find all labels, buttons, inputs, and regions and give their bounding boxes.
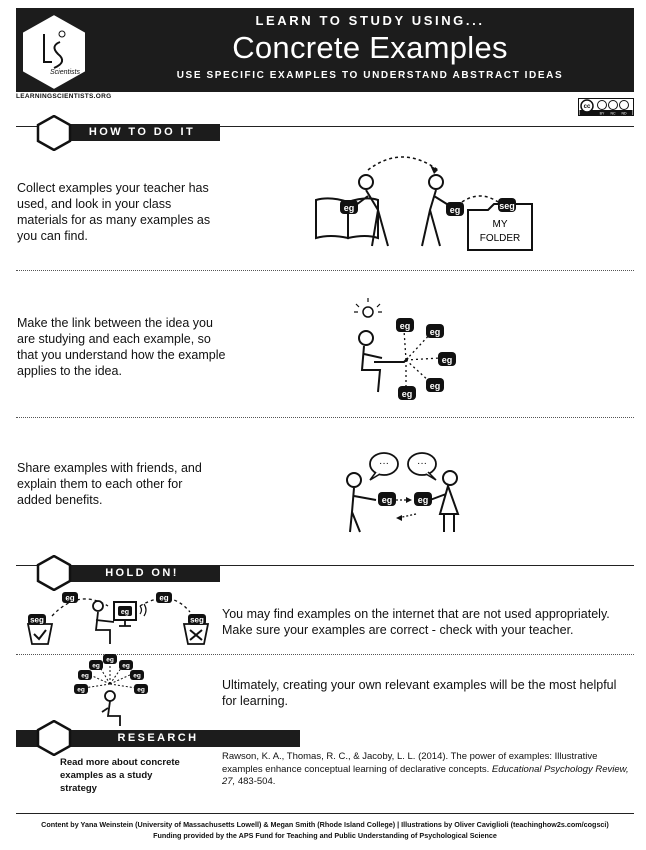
dotted-divider (16, 654, 634, 655)
svg-text:eg: eg (92, 663, 100, 670)
section-rule (16, 565, 634, 566)
dotted-divider (16, 270, 634, 271)
learning-scientists-logo: Scientists (21, 12, 87, 92)
svg-text:eg: eg (81, 673, 89, 680)
cc-nc-label: NC (610, 112, 616, 116)
page-subtitle: USE SPECIFIC EXAMPLES TO UNDERSTAND ABST… (176, 70, 564, 81)
svg-text:eg: eg (430, 381, 441, 391)
svg-text:···: ··· (379, 458, 389, 469)
logo-text: Scientists (50, 69, 80, 76)
page-title: Concrete Examples (232, 30, 508, 65)
section-bar-how: HOW TO DO IT (64, 124, 220, 141)
svg-text:eg: eg (121, 609, 129, 616)
svg-text:eg: eg (382, 495, 393, 505)
eg-label: eg (344, 203, 355, 213)
svg-text:eg: eg (77, 687, 85, 694)
research-prompt: Read more about concrete examples as a s… (60, 757, 180, 794)
svg-text:eg: eg (122, 663, 130, 670)
create-examples-illustration: eg eg eg eg eg eg eg (74, 654, 148, 726)
header-kicker: LEARN TO STUDY USING... (255, 13, 485, 28)
cc-by-label: BY (600, 112, 605, 116)
svg-text:eg: eg (133, 673, 141, 680)
hexagon-icon (36, 720, 72, 756)
footer-credits: Content by Yana Weinstein (University of… (41, 820, 609, 829)
hold-text-create: Ultimately, creating your own relevant e… (222, 678, 617, 708)
svg-text:···: ··· (417, 458, 427, 469)
hold-text-internet: You may find examples on the internet th… (222, 607, 610, 637)
link-idea-illustration: eg eg eg eg eg (354, 298, 456, 400)
collect-examples-illustration: eg eg seg MY FOLDER (315, 156, 533, 251)
folder-label-my: MY (493, 219, 508, 230)
dotted-divider (16, 417, 634, 418)
svg-text:eg: eg (65, 594, 74, 603)
hexagon-icon (36, 555, 72, 591)
svg-text:eg: eg (430, 327, 441, 337)
creative-commons-badge: cc BY NC ND (578, 98, 634, 116)
seg-label: seg (190, 616, 204, 625)
eg-icon-cluster: eg eg eg eg eg (396, 318, 456, 400)
cc-nd-label: ND (621, 112, 627, 116)
site-url: LEARNINGSCIENTISTS.ORG (16, 93, 112, 100)
section-bar-research: RESEARCH (16, 730, 300, 747)
seg-label: seg (499, 201, 515, 211)
hexagon-icon (36, 115, 72, 151)
section-rule (16, 126, 634, 127)
svg-text:eg: eg (442, 355, 453, 365)
folder-label-folder: FOLDER (480, 233, 521, 244)
svg-text:eg: eg (106, 657, 114, 664)
step-text-share: Share examples with friends, and explain… (17, 461, 202, 507)
svg-text:eg: eg (402, 389, 413, 399)
internet-examples-illustration: seg seg eg eg eg (26, 592, 210, 645)
share-examples-illustration: ··· ··· eg eg (346, 452, 460, 533)
cc-logo-text: cc (584, 104, 591, 110)
step-text-collect: Collect examples your teacher has used, … (17, 181, 211, 243)
svg-text:eg: eg (159, 594, 168, 603)
footer-funding: Funding provided by the APS Fund for Tea… (153, 831, 497, 840)
step-text-link: Make the link between the idea you are s… (17, 316, 226, 378)
svg-text:eg: eg (137, 687, 145, 694)
header-banner (16, 8, 634, 92)
research-citation: Rawson, K. A., Thomas, R. C., & Jacoby, … (222, 751, 629, 787)
section-bar-hold: HOLD ON! (64, 565, 220, 582)
footer-rule (16, 813, 634, 814)
svg-text:eg: eg (418, 495, 429, 505)
svg-text:eg: eg (400, 321, 411, 331)
seg-label: seg (30, 616, 44, 625)
eg-label: eg (450, 205, 461, 215)
